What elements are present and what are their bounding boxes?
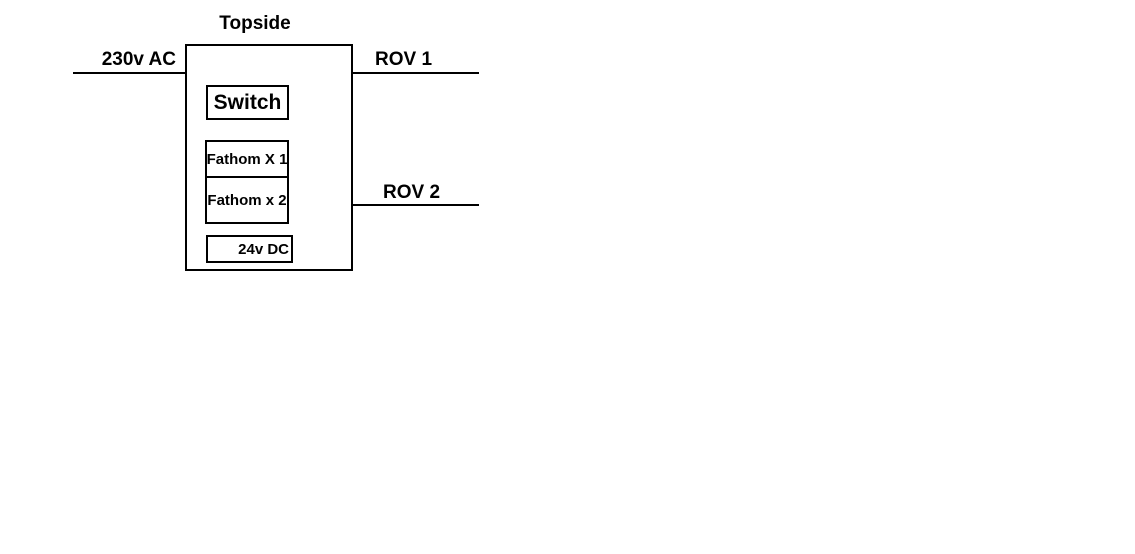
rov2-output-label: ROV 2 (383, 182, 441, 203)
dc-24v-label: 24v DC (238, 240, 289, 258)
fathom-x1-label: Fathom X 1 (206, 150, 288, 168)
rov1-output-wire (353, 72, 479, 74)
fathom-x2-block: Fathom x 2 (205, 176, 289, 224)
rov1-output-label: ROV 1 (375, 49, 433, 70)
fathom-x2-label: Fathom x 2 (207, 191, 287, 209)
switch-block: Switch (206, 85, 289, 120)
switch-label: Switch (213, 90, 282, 114)
ac-input-label: 230v AC (101, 49, 176, 70)
fathom-x1-block: Fathom X 1 (205, 140, 289, 178)
ac-input-wire (73, 72, 185, 74)
topside-title: Topside (219, 13, 291, 34)
rov2-output-wire (353, 204, 479, 206)
dc-24v-block: 24v DC (206, 235, 293, 263)
